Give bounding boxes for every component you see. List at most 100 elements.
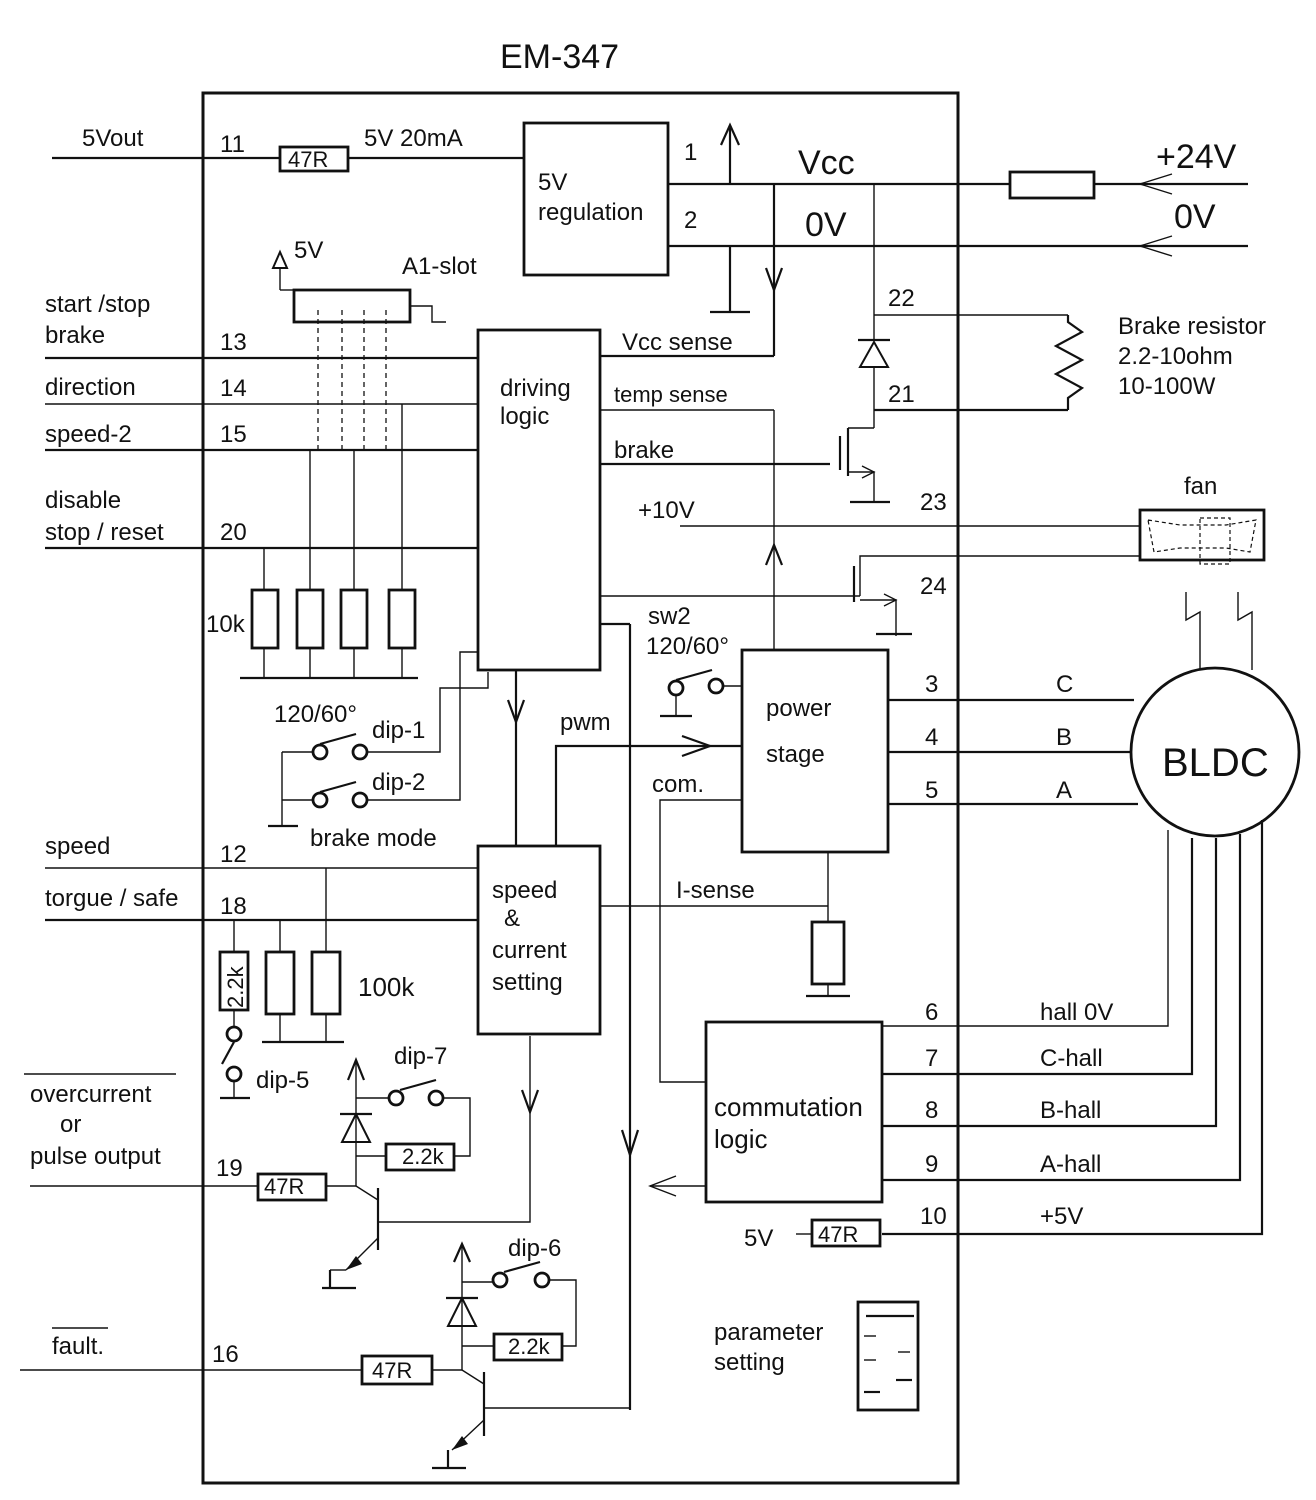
label-100k: 100k [358, 972, 415, 1002]
label-c-hall: C-hall [1040, 1045, 1103, 1072]
label-pulse-output: pulse output [30, 1143, 161, 1170]
regulation-block [522, 121, 670, 277]
label-a-hall: A-hall [1040, 1151, 1101, 1178]
resistor-47r-11: 47R [288, 147, 328, 172]
label-speed-2: speed-2 [45, 421, 132, 448]
power-stage-block [740, 648, 890, 854]
label-brake-resistor-ohm: 2.2-10ohm [1118, 343, 1233, 370]
label-5vout: 5Vout [82, 125, 144, 152]
label-brake-input: brake [45, 322, 105, 349]
a1-slot-label: A1-slot [402, 253, 477, 280]
pin-7: 7 [925, 1045, 938, 1072]
pin-18: 18 [220, 893, 247, 920]
label-brake-mode: brake mode [310, 825, 437, 852]
dip-2-switch[interactable] [268, 752, 420, 828]
pin-3: 3 [925, 671, 938, 698]
pin-23: 23 [920, 489, 947, 516]
label-pwm: pwm [560, 709, 611, 736]
driving-label-1: driving [500, 375, 571, 402]
pin-1: 1 [684, 139, 697, 166]
pin11-5vout [52, 145, 524, 173]
pin-14: 14 [220, 375, 247, 402]
parameter-setting-switch[interactable] [856, 1300, 920, 1412]
fan-icon [852, 508, 1266, 670]
diagram-title: EM-347 [500, 38, 619, 76]
brake-circuit [838, 314, 1085, 504]
a1-5v-label: 5V [294, 237, 323, 264]
label-2-2k-c: 2.2k [508, 1334, 551, 1359]
reg-label-1: 5V [538, 169, 567, 196]
label-dip-7: dip-7 [394, 1043, 447, 1070]
hall-lines [648, 820, 1264, 1248]
label-10k: 10k [206, 611, 246, 638]
label-dip-5: dip-5 [256, 1067, 309, 1094]
resistor-47r-16: 47R [372, 1358, 412, 1383]
resistor-47r-19: 47R [264, 1174, 304, 1199]
zero-v-label: 0V [1174, 198, 1216, 236]
resistor-47r-10: 47R [818, 1222, 858, 1247]
commutation-logic-block [704, 1020, 884, 1204]
vcc-label: Vcc [798, 144, 855, 182]
label-plus5v-hall: +5V [1040, 1203, 1083, 1230]
label-speed: speed [45, 833, 110, 860]
label-hall-0v: hall 0V [1040, 999, 1113, 1026]
label-fault: fault. [52, 1333, 104, 1360]
label-dip-angle: 120/60° [274, 701, 357, 728]
label-sw2: sw2 [648, 603, 691, 630]
label-start-stop: start /stop [45, 291, 150, 318]
pin-6: 6 [925, 999, 938, 1026]
fault-output [20, 1241, 630, 1470]
label-sw2-angle: 120/60° [646, 633, 729, 660]
commutation-label-1: commutation [714, 1092, 863, 1122]
label-dip-1: dip-1 [372, 717, 425, 744]
label-temp-sense: temp sense [614, 382, 728, 407]
speed-current-block [476, 844, 602, 1036]
label-5v-hall-supply: 5V [744, 1225, 773, 1252]
sw2-switch[interactable] [660, 668, 744, 718]
plus24v-label: +24V [1156, 138, 1237, 176]
speed-inputs [45, 867, 478, 1100]
bldc-label: BLDC [1162, 741, 1269, 785]
label-2-2k-vertical: 2.2k [223, 965, 248, 1008]
pin-10: 10 [920, 1203, 947, 1230]
label-5v-20ma: 5V 20mA [364, 125, 463, 152]
pin-2: 2 [684, 207, 697, 234]
label-plus10v: +10V [638, 497, 695, 524]
pin-15: 15 [220, 421, 247, 448]
driving-logic-outputs [420, 354, 1140, 1410]
bldc-motor [1129, 666, 1301, 838]
pin-5: 5 [925, 777, 938, 804]
module-frame [201, 91, 960, 1485]
label-setting: setting [714, 1349, 785, 1376]
ov-label: 0V [805, 206, 847, 244]
reg-label-2: regulation [538, 199, 643, 226]
pwm-com-lines [554, 734, 850, 1083]
label-brake-resistor-watt: 10-100W [1118, 373, 1216, 400]
label-disable: disable [45, 487, 121, 514]
overcurrent-output [24, 1036, 540, 1290]
power-stage-label-2: stage [766, 741, 825, 768]
pin-16: 16 [212, 1341, 239, 1368]
pin-4: 4 [925, 724, 938, 751]
label-fan: fan [1184, 473, 1217, 500]
pin-21: 21 [888, 381, 915, 408]
phase-b: B [1056, 724, 1072, 751]
driving-logic-block [476, 328, 602, 672]
label-b-hall: B-hall [1040, 1097, 1101, 1124]
pin-20: 20 [220, 519, 247, 546]
label-dip-6: dip-6 [508, 1235, 561, 1262]
label-i-sense: I-sense [676, 877, 755, 904]
pin-8: 8 [925, 1097, 938, 1124]
dip-1-switch[interactable] [282, 732, 420, 761]
label-brake-resistor: Brake resistor [1118, 313, 1266, 340]
pin-19: 19 [216, 1155, 243, 1182]
pin-22: 22 [888, 285, 915, 312]
label-or: or [60, 1111, 81, 1138]
label-com: com. [652, 771, 704, 798]
label-brake-signal: brake [614, 437, 674, 464]
phase-lines [888, 698, 1138, 806]
label-overcurrent: overcurrent [30, 1081, 152, 1108]
label-direction: direction [45, 374, 136, 401]
pin-12: 12 [220, 841, 247, 868]
phase-a: A [1056, 777, 1072, 804]
